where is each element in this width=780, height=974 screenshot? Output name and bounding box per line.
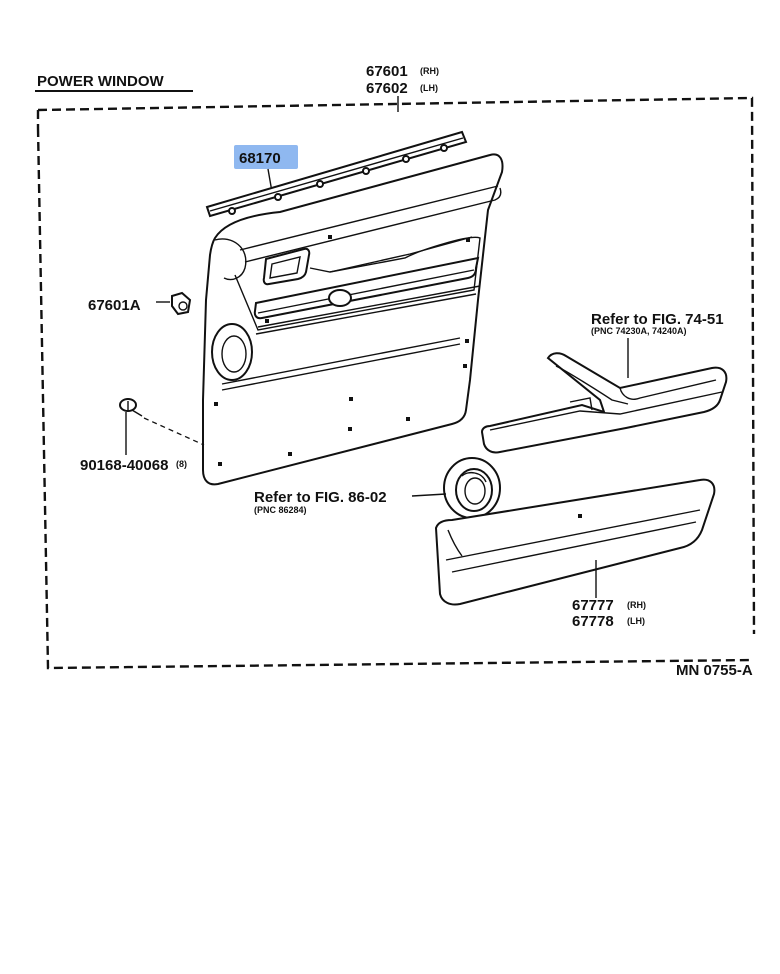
part-number-67777[interactable]: 67777 (572, 597, 614, 614)
clip-fastener[interactable] (171, 291, 192, 316)
part-side-rh: (RH) (420, 66, 439, 76)
ref-fig-74-51[interactable]: Refer to FIG. 74-51 (591, 311, 724, 328)
part-side-rh-67777: (RH) (627, 600, 646, 610)
window-weatherstrip[interactable] (205, 130, 468, 218)
ref-pnc-74230a: (PNC 74230A, 74240A) (591, 326, 687, 336)
part-side-lh: (LH) (420, 83, 438, 93)
screw-install-line (143, 417, 205, 446)
part-number-68170[interactable]: 68170 (239, 150, 281, 167)
drawing-id: MN 0755-A (676, 662, 753, 679)
ref-pnc-86284: (PNC 86284) (254, 505, 307, 515)
part-number-67778[interactable]: 67778 (572, 613, 614, 630)
part-number-90168[interactable]: 90168-40068 (80, 457, 168, 474)
part-number-67602[interactable]: 67602 (366, 80, 408, 97)
part-number-67601[interactable]: 67601 (366, 63, 408, 80)
ref-fig-86-02[interactable]: Refer to FIG. 86-02 (254, 489, 387, 506)
door-trim-board[interactable] (202, 153, 504, 486)
section-title: POWER WINDOW (37, 73, 164, 90)
leader-fig-86-02 (411, 493, 447, 497)
armrest-base[interactable] (434, 478, 716, 606)
speaker-grille[interactable] (443, 457, 501, 519)
assembly-frame (36, 96, 756, 670)
highlight-68170 (234, 145, 298, 169)
screw[interactable] (119, 398, 143, 417)
part-qty-8: (8) (176, 459, 187, 469)
armrest[interactable] (480, 352, 728, 454)
part-side-lh-67778: (LH) (627, 616, 645, 626)
part-number-67601a[interactable]: 67601A (88, 297, 141, 314)
